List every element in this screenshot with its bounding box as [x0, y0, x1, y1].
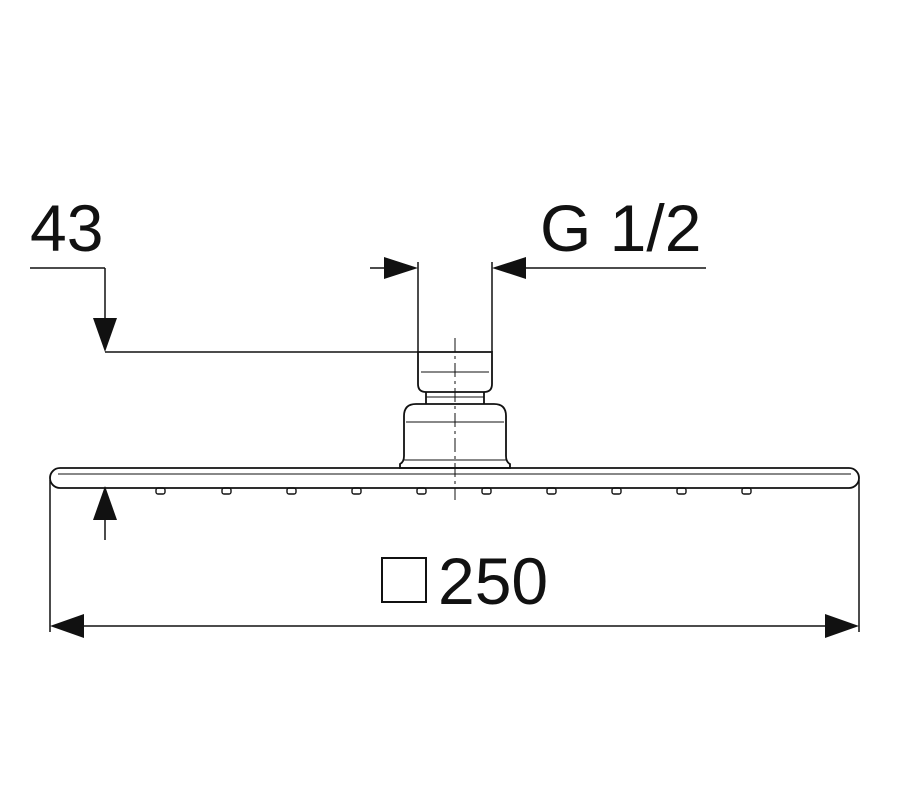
nozzle [741, 487, 752, 495]
nozzle [546, 487, 557, 495]
height-arrow-down-icon [93, 318, 117, 352]
height-dimension-label: 43 [30, 191, 103, 265]
nozzle [676, 487, 687, 495]
square-symbol-icon [381, 557, 427, 603]
shower-head-plate [49, 467, 860, 489]
height-dimension [30, 267, 418, 540]
nozzle [416, 487, 427, 495]
thread-dimension-label: G 1/2 [540, 191, 701, 265]
nozzle [155, 487, 166, 495]
nozzle [351, 487, 362, 495]
height-arrow-up-icon [93, 486, 117, 520]
nozzle [481, 487, 492, 495]
thread-arrow-right-icon [384, 257, 418, 279]
width-dimension-label: 250 [438, 544, 548, 618]
nozzle-row [155, 487, 752, 495]
thread-dimension [370, 262, 706, 352]
width-dimension [49, 480, 860, 632]
nozzle [286, 487, 297, 495]
nozzle [221, 487, 232, 495]
width-arrow-right-icon [825, 614, 859, 638]
nozzle [611, 487, 622, 495]
connector-waist [425, 392, 485, 404]
thread-arrow-left-icon [492, 257, 526, 279]
width-arrow-left-icon [50, 614, 84, 638]
